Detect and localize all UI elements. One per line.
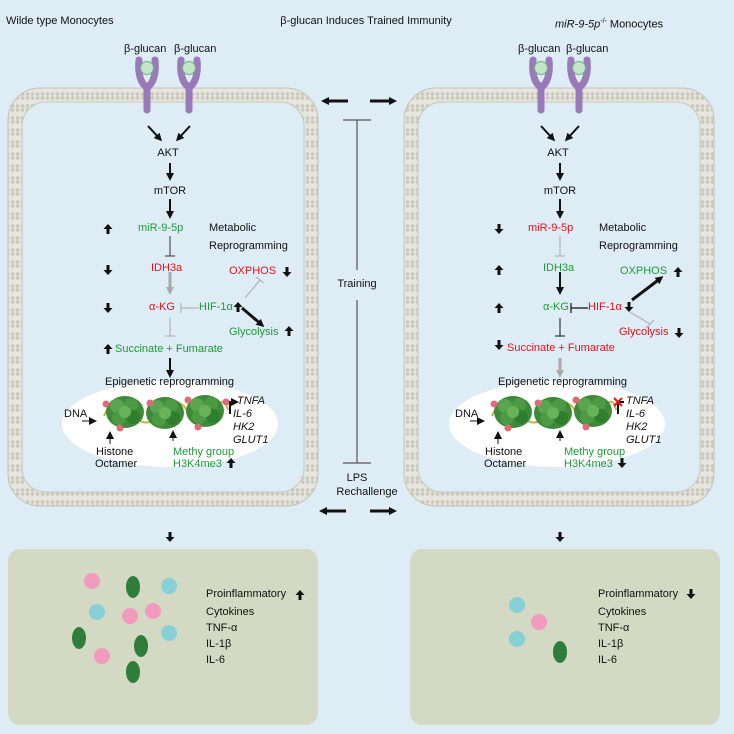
left-mtor: mTOR xyxy=(153,185,187,197)
right-oxphos: OXPHOS xyxy=(620,265,668,277)
right-hif: HIF-1α xyxy=(588,301,622,313)
left-h3k4: H3K4me3 xyxy=(173,458,222,470)
left-gene-3: HK2 xyxy=(233,421,255,433)
left-histone: Histone xyxy=(96,446,134,458)
left-epigenetic: Epigenetic reprogramming xyxy=(105,376,235,388)
left-succinate: Succinate + Fumarate xyxy=(115,343,223,355)
right-octamer: Octamer xyxy=(484,458,527,470)
right-gene-4: GLUT1 xyxy=(626,434,662,446)
left-ligand-label-1: β-glucan xyxy=(124,43,167,55)
left-panel-title: Wilde type Monocytes xyxy=(6,15,114,27)
left-octamer: Octamer xyxy=(95,458,138,470)
right-ligand-label-2: β-glucan xyxy=(566,43,609,55)
left-cytokine-0: Cytokines xyxy=(206,606,255,618)
right-ligand-label-1: β-glucan xyxy=(518,43,561,55)
training-label: Training xyxy=(337,278,377,290)
right-dna: DNA xyxy=(455,408,479,420)
right-epigenetic: Epigenetic reprogramming xyxy=(498,376,628,388)
right-panel-title: miR-9-5p-/- Monocytes xyxy=(555,18,664,31)
right-result-title: Proinflammatory xyxy=(598,588,679,600)
left-akg: α-KG xyxy=(149,301,175,313)
rechallenge-label: Rechallenge xyxy=(336,486,398,498)
right-cytokine-3: IL-6 xyxy=(598,654,617,666)
left-oxphos: OXPHOS xyxy=(229,265,277,277)
lps-label: LPS xyxy=(346,472,368,484)
left-cytokine-3: IL-6 xyxy=(206,654,225,666)
right-result-panel xyxy=(410,549,720,725)
left-methy: Methy group xyxy=(173,446,235,458)
left-hif: HIF-1α xyxy=(199,301,233,313)
left-mir: miR-9-5p xyxy=(138,222,184,234)
left-gene-1: TNFA xyxy=(237,395,265,407)
right-mtor: mTOR xyxy=(543,185,577,197)
right-methy: Methy group xyxy=(564,446,626,458)
right-gene-3: HK2 xyxy=(626,421,648,433)
right-gene-1: TNFA xyxy=(626,395,654,407)
left-dna: DNA xyxy=(64,408,88,420)
right-akt: AKT xyxy=(547,147,569,159)
right-h3k4: H3K4me3 xyxy=(564,458,613,470)
right-glycolysis: Glycolysis xyxy=(619,326,669,338)
right-metabolic: Metabolic xyxy=(599,222,647,234)
right-gene-2: IL-6 xyxy=(626,408,645,420)
left-cytokine-1: TNF-α xyxy=(206,622,238,634)
left-akt: AKT xyxy=(157,147,179,159)
left-gene-4: GLUT1 xyxy=(233,434,269,446)
left-gene-2: IL-6 xyxy=(233,408,252,420)
right-cytokine-2: IL-1β xyxy=(598,638,624,650)
right-idh: IDH3a xyxy=(543,262,575,274)
left-reprogramming: Reprogramming xyxy=(209,240,288,252)
right-cytokine-1: TNF-α xyxy=(598,622,630,634)
left-ligand-label-2: β-glucan xyxy=(174,43,217,55)
right-mir: miR-9-5p xyxy=(528,222,574,234)
left-idh: IDH3a xyxy=(151,262,183,274)
right-akg: α-KG xyxy=(543,301,569,313)
left-cytokine-2: IL-1β xyxy=(206,638,232,650)
left-metabolic: Metabolic xyxy=(209,222,257,234)
left-result-title: Proinflammatory xyxy=(206,588,287,600)
right-cytokine-0: Cytokines xyxy=(598,606,647,618)
right-succinate: Succinate + Fumarate xyxy=(507,342,615,354)
right-reprogramming: Reprogramming xyxy=(599,240,678,252)
diagram-title: β-glucan Induces Trained Immunity xyxy=(280,15,452,27)
right-histone: Histone xyxy=(485,446,523,458)
left-glycolysis: Glycolysis xyxy=(229,326,279,338)
